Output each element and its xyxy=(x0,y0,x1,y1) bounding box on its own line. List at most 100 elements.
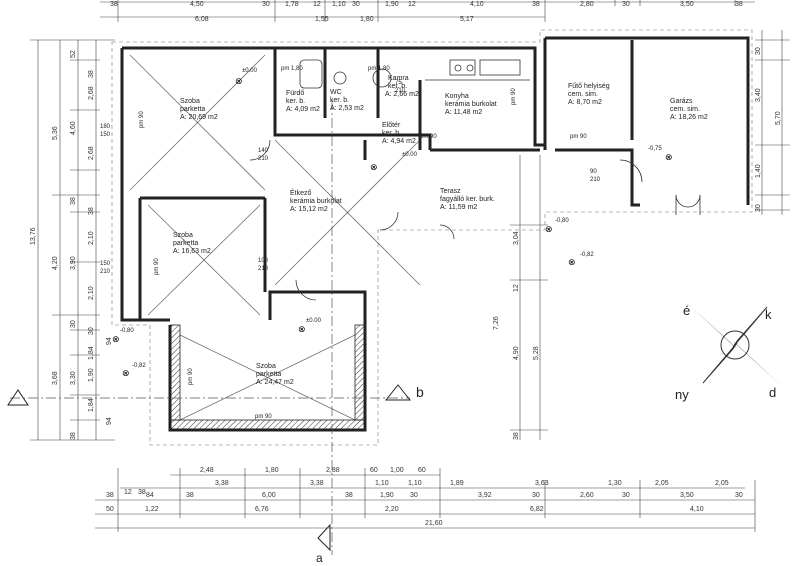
dim-top-6: 1,10 xyxy=(332,1,346,8)
dim-left-c4-2: 2,68 xyxy=(88,86,95,100)
svg-text:⊗: ⊗ xyxy=(545,224,553,234)
dim-left-c3-6: 3,30 xyxy=(70,371,77,385)
door-swings xyxy=(249,139,701,301)
svg-text:-0,75: -0,75 xyxy=(648,146,662,152)
svg-text:A: 15,12 m2: A: 15,12 m2 xyxy=(290,206,328,213)
dim-bot-r3-5: 38 xyxy=(186,492,194,499)
dim-bot-r1-4: 60 xyxy=(370,467,378,474)
section-mark-a: a xyxy=(316,551,323,565)
dim-top-10: 4,10 xyxy=(470,1,484,8)
dim-bot-r3-6: 6,00 xyxy=(262,492,276,499)
dim-left-c3-2: 4,60 xyxy=(70,121,77,135)
dim-left-c4-1: 38 xyxy=(88,70,95,78)
svg-text:⊗: ⊗ xyxy=(665,152,673,162)
svg-text:-0,82: -0,82 xyxy=(132,363,146,369)
dim-left-c3-3: 38 xyxy=(70,197,77,205)
dim-bot-r1-5: 1,00 xyxy=(390,467,404,474)
svg-text:75: 75 xyxy=(395,80,402,86)
room-szoba-3: Szoba parketta A: 24,47 m2 xyxy=(256,363,294,386)
svg-text:A: 11,48 m2: A: 11,48 m2 xyxy=(445,109,482,116)
dim-bot-r3-4: 84 xyxy=(146,492,154,499)
svg-text:Szoba: Szoba xyxy=(173,232,193,239)
dim-top-7: 30 xyxy=(352,1,360,8)
svg-text:A: 18,26 m2: A: 18,26 m2 xyxy=(670,114,708,121)
svg-text:⊗: ⊗ xyxy=(298,324,306,334)
dim-top-r2-1: 6,08 xyxy=(195,16,209,23)
level-marks: ±0.00⊗ ±0.00⊗ ±0.00⊗ -0,75⊗ -0,80⊗ -0,82… xyxy=(112,68,673,378)
svg-text:A: 4,94 m2: A: 4,94 m2 xyxy=(382,138,416,145)
dim-top-r2-4: 5,17 xyxy=(460,16,474,23)
dim-left-c3-7: 38 xyxy=(70,432,77,440)
dim-left-c4-9: 1,90 xyxy=(88,368,95,382)
dim-left-c4-3: 2,68 xyxy=(88,146,95,160)
fixtures xyxy=(299,59,530,89)
section-line: b a xyxy=(7,100,424,565)
dim-bot-r3-9: 30 xyxy=(410,492,418,499)
svg-text:A: 11,59 m2: A: 11,59 m2 xyxy=(440,204,477,211)
svg-text:±0.00: ±0.00 xyxy=(402,152,418,158)
svg-text:90: 90 xyxy=(590,169,597,175)
svg-text:parketta: parketta xyxy=(173,240,198,247)
svg-text:kerámia burkolat: kerámia burkolat xyxy=(290,198,342,205)
svg-text:ker. b.: ker. b. xyxy=(388,83,407,90)
dim-bot-r2-9: 2,05 xyxy=(715,480,729,487)
dim-top-14: 3,50 xyxy=(680,1,694,8)
dim-left-c4-12: 94 xyxy=(106,417,113,425)
dim-left-total: 13,76 xyxy=(30,227,37,245)
svg-text:⊗: ⊗ xyxy=(235,76,243,86)
svg-text:210: 210 xyxy=(590,177,601,183)
dim-bot-r3-3: 38 xyxy=(138,489,146,496)
dim-left-c2-2: 4,20 xyxy=(52,256,59,270)
room-kamra: Kamra ker. b. A: 2,66 m2 xyxy=(385,75,419,98)
svg-text:±0.00: ±0.00 xyxy=(306,318,322,324)
svg-text:150: 150 xyxy=(100,132,111,138)
dim-bot-r4-2: 1,22 xyxy=(145,506,159,513)
dim-top-2: 4,50 xyxy=(190,1,204,8)
svg-text:pm 90: pm 90 xyxy=(255,414,272,420)
dim-left-c4-11: 94 xyxy=(106,337,113,345)
dim-left-c3-4: 3,90 xyxy=(70,256,77,270)
svg-text:parketta: parketta xyxy=(256,371,281,378)
dim-bot-r1-3: 2,88 xyxy=(326,467,340,474)
dim-top-r2-2: 1,55 xyxy=(315,16,329,23)
svg-text:A: 24,47 m2: A: 24,47 m2 xyxy=(256,379,294,386)
bottom-dimensions: 2,48 1,80 2,88 60 1,00 60 3,38 3,38 1,10… xyxy=(95,467,756,532)
dim-bot-r2-7: 1,30 xyxy=(608,480,622,487)
svg-text:A: 20,69 m2: A: 20,69 m2 xyxy=(180,114,218,121)
svg-text:ker. b.: ker. b. xyxy=(382,130,401,137)
svg-text:210: 210 xyxy=(258,156,269,162)
dim-bot-r2-2: 3,38 xyxy=(310,480,324,487)
svg-text:A: 16,63 m2: A: 16,63 m2 xyxy=(173,248,211,255)
room-terasz: Terasz fagyálló ker. burk. A: 11,59 m2 xyxy=(440,188,495,211)
compass-north: é xyxy=(683,303,690,318)
dim-left-c2-3: 3,68 xyxy=(52,371,59,385)
dim-top-1: 38 xyxy=(110,1,118,8)
room-garazs: Garázs cem. sim. A: 18,26 m2 xyxy=(670,98,708,121)
dim-bot-r3-7: 38 xyxy=(345,492,353,499)
dim-bot-r4-4: 2,20 xyxy=(385,506,399,513)
dim-top-5: 12 xyxy=(313,1,321,8)
compass-icon: é k d ny xyxy=(675,303,783,402)
room-szoba-1: Szoba parketta A: 20,69 m2 xyxy=(180,98,218,121)
right-dimensions: 30 3,40 5,70 1,40 30 12 3,04 7,26 4,90 5… xyxy=(493,30,790,440)
dim-bot-r1-1: 2,48 xyxy=(200,467,214,474)
svg-text:pm 90: pm 90 xyxy=(154,258,160,275)
dim-bot-r4-6: 4,10 xyxy=(690,506,704,513)
dim-bot-r3-1: 38 xyxy=(106,492,114,499)
svg-text:pm 90: pm 90 xyxy=(511,88,517,105)
svg-text:180: 180 xyxy=(100,124,111,130)
room-konyha: Konyha kerámia burkolat A: 11,48 m2 xyxy=(445,93,497,116)
dim-left-c4-6: 2,10 xyxy=(88,286,95,300)
compass-east: k xyxy=(765,307,772,322)
compass-west: ny xyxy=(675,387,689,402)
dim-top-15: 38 xyxy=(735,1,743,8)
svg-text:parketta: parketta xyxy=(180,106,205,113)
dim-bot-r2-1: 3,38 xyxy=(215,480,229,487)
svg-text:Szoba: Szoba xyxy=(180,98,200,105)
hatched-walls xyxy=(169,324,366,431)
opening-labels: pm 90 pm 90 pm 90 pm 90 pm 90 pm 90 pm 1… xyxy=(100,66,601,420)
room-futo: Fűtő helyiség cem. sim. A: 8,70 m2 xyxy=(568,83,610,106)
roof-outline xyxy=(111,29,753,446)
dim-right-3: 5,70 xyxy=(775,111,782,125)
